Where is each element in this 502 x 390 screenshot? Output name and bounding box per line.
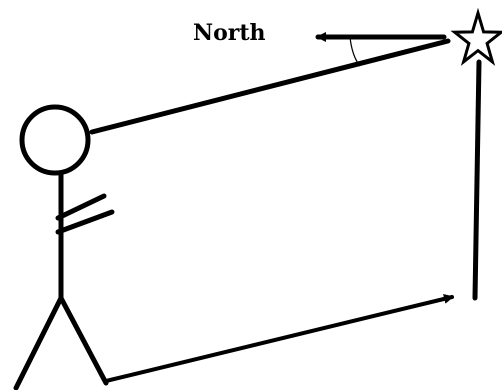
figure-head <box>22 107 88 173</box>
north-label: North <box>193 22 266 44</box>
figure-arm-upper <box>58 196 104 218</box>
vertical-line <box>475 62 479 298</box>
stick-figure <box>16 107 112 388</box>
ground-arrow <box>106 297 452 381</box>
star-icon <box>455 13 502 62</box>
figure-leg-right <box>61 298 106 383</box>
figure-leg-left <box>16 298 61 388</box>
line-of-sight <box>92 41 448 132</box>
